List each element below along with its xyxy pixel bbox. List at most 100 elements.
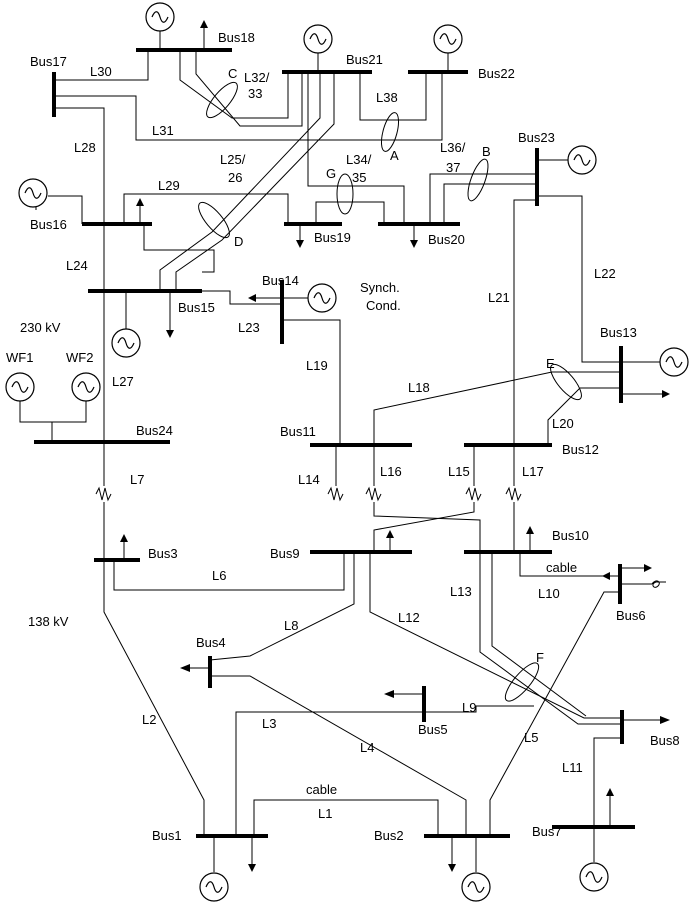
line-l24	[143, 224, 215, 273]
label-l36b: 37	[446, 160, 460, 175]
line-l21	[513, 199, 537, 445]
transformer-l14	[327, 486, 344, 502]
label-cable-bus1-bus2: cable	[306, 782, 337, 797]
corridor-a	[380, 112, 400, 152]
label-l25b: 26	[228, 170, 242, 185]
line-l29	[123, 193, 289, 224]
corridor-g	[336, 173, 354, 215]
line-l26	[175, 72, 335, 291]
label-corridor-c: C	[228, 66, 237, 81]
line-l13b	[491, 552, 587, 717]
transformer-l15	[465, 486, 482, 502]
label-cable-bus10-bus6: cable	[546, 560, 577, 575]
label-l18: L18	[408, 380, 430, 395]
label-bus12: Bus12	[562, 442, 599, 457]
label-l38: L38	[376, 90, 398, 105]
load-arrow-bus2	[448, 864, 456, 872]
line-l31	[54, 72, 443, 141]
label-l32a: L32/	[244, 70, 270, 85]
load-arrow-bus14	[248, 294, 256, 302]
label-l1: L1	[318, 806, 332, 821]
load-arrow-bus7	[606, 788, 614, 796]
load-arrow-bus13	[662, 390, 670, 398]
label-l8: L8	[284, 618, 298, 633]
line-l23	[194, 290, 282, 305]
load-arrow-bus1	[248, 864, 256, 872]
label-bus9: Bus9	[270, 546, 300, 561]
corridor-markers	[198, 81, 582, 702]
label-bus24: Bus24	[136, 423, 173, 438]
label-l24: L24	[66, 258, 88, 273]
label-bus6: Bus6	[616, 608, 646, 623]
load-arrow-bus15	[166, 330, 174, 338]
synchronous-condenser-icon-bus14	[307, 283, 337, 313]
transformers	[95, 486, 522, 502]
line-l37	[443, 183, 537, 224]
corridor-e	[550, 363, 582, 401]
label-corridor-g: G	[326, 166, 336, 181]
line-l9	[424, 705, 534, 713]
label-l11: L11	[562, 760, 583, 775]
line-l36	[429, 173, 537, 224]
load-arrow-bus3	[120, 534, 128, 542]
label-l15: L15	[448, 464, 470, 479]
label-l25a: L25/	[220, 152, 246, 167]
label-l6: L6	[212, 568, 226, 583]
label-bus13: Bus13	[600, 325, 637, 340]
generator-icon-bus21	[303, 24, 333, 54]
line-l6	[113, 552, 345, 591]
label-corridor-b: B	[482, 144, 491, 159]
corridor-labels: C A B G D E F	[228, 66, 555, 665]
transmission-lines	[19, 30, 660, 872]
misc-labels: 230 kV 138 kV WF1 WF2 Synch. Cond. cable…	[6, 280, 577, 797]
label-cond: Cond.	[366, 298, 401, 313]
label-wf1: WF1	[6, 350, 33, 365]
label-bus22: Bus22	[478, 66, 515, 81]
line-l20	[547, 387, 621, 445]
label-corridor-f: F	[536, 650, 544, 665]
line-l30	[54, 50, 149, 81]
wind-farm-icon-wf2	[71, 372, 101, 402]
label-corridor-a: A	[390, 148, 399, 163]
label-l29: L29	[158, 178, 180, 193]
label-l22: L22	[594, 266, 616, 281]
load-arrow-bus4	[180, 664, 190, 672]
generator-icon-bus1	[199, 872, 229, 902]
label-l9: L9	[462, 700, 476, 715]
label-bus19: Bus19	[314, 230, 351, 245]
generator-icon-bus2	[461, 872, 491, 902]
line-l13	[479, 552, 622, 725]
line-l4	[210, 675, 467, 836]
transformer-l7	[95, 486, 112, 502]
generator-icon-bus16	[18, 178, 48, 208]
line-l38	[359, 72, 427, 121]
load-arrow-bus9	[386, 530, 394, 538]
label-l13: L13	[450, 584, 472, 599]
line-l12	[369, 552, 622, 719]
line-l22	[537, 195, 621, 363]
load-arrow-bus5	[384, 690, 394, 698]
label-l21: L21	[488, 290, 510, 305]
label-l34b: 35	[352, 170, 366, 185]
label-230kv: 230 kV	[20, 320, 61, 335]
load-arrow-bus20	[410, 240, 418, 248]
generator-icon-bus13	[659, 347, 689, 377]
line-l16b	[373, 502, 481, 552]
label-l7: L7	[130, 472, 144, 487]
label-l2: L2	[142, 712, 156, 727]
label-l23: L23	[238, 320, 260, 335]
line-l3	[235, 711, 424, 836]
line-l8	[209, 552, 355, 661]
label-bus11: Bus11	[280, 424, 316, 439]
line-l18	[373, 371, 621, 445]
label-bus15: Bus15	[178, 300, 215, 315]
corridor-f	[504, 662, 540, 702]
generator-icon-bus23	[567, 145, 597, 175]
label-l20: L20	[552, 416, 574, 431]
line-l34	[307, 72, 405, 224]
line-labels: L30 L32/ 33 L38 L31 L28 L25/ 26 L34/ 35 …	[66, 64, 616, 821]
line-l28	[54, 107, 105, 486]
label-l4: L4	[360, 740, 374, 755]
label-l30: L30	[90, 64, 112, 79]
